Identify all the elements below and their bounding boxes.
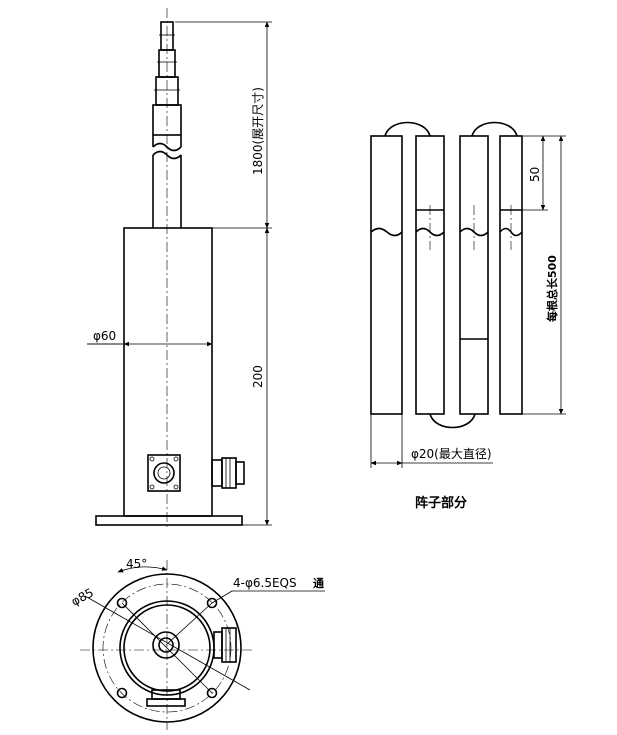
flange-diameter-label: φ85 <box>69 585 96 608</box>
base-flange <box>95 515 243 526</box>
front-view: φ60 1800(展开尺寸) 200 <box>87 8 272 528</box>
front-connector <box>147 454 181 492</box>
main-body <box>123 227 213 517</box>
angle-label: 45° <box>126 557 147 571</box>
array-part: 50 每根总长500 φ20(最大直径) 阵子部分 <box>370 121 566 511</box>
body-height-label: 200 <box>251 365 265 388</box>
segment-top-label: 50 <box>528 167 542 182</box>
extended-height-label: 1800(展开尺寸) <box>251 87 265 175</box>
array-caption: 阵子部分 <box>415 495 467 511</box>
holes-note-label: 4-φ6.5EQS <box>233 576 297 590</box>
max-diameter-label: φ20(最大直径) <box>411 447 492 461</box>
side-gland <box>211 457 245 489</box>
holes-suffix-label: 通 <box>313 577 324 590</box>
segment-length-label: 每根总长500 <box>545 255 559 322</box>
bottom-view: 45° φ85 4-φ6.5EQS 通 <box>69 557 325 730</box>
body-diameter-label: φ60 <box>93 329 116 343</box>
